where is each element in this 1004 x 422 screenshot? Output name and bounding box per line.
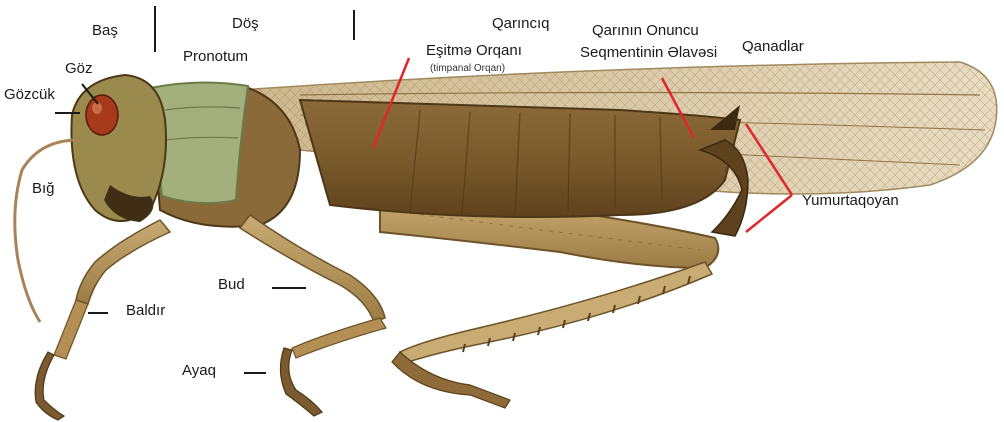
label-ayaq: Ayaq	[182, 362, 216, 380]
label-yumurtaqoyan: Yumurtaqoyan	[802, 192, 899, 210]
label-qarinin-onuncu-line2: Seqmentinin Əlavəsi	[580, 44, 717, 62]
label-qanadlar: Qanadlar	[742, 38, 804, 56]
label-qarinciq: Qarıncıq	[492, 15, 550, 33]
middle-leg	[240, 215, 386, 416]
label-gozcuk: Gözcük	[4, 86, 55, 104]
hind-leg	[380, 197, 718, 408]
head	[71, 75, 166, 222]
antenna	[15, 140, 78, 322]
label-esitme-organi: Eşitmə Orqanı	[426, 42, 522, 60]
label-dos: Döş	[232, 15, 259, 33]
front-leg	[35, 220, 170, 420]
label-timpanal-organ: (timpanal Orqan)	[430, 63, 505, 75]
label-baldir: Baldır	[126, 302, 165, 320]
label-qarinin-onuncu-line1: Qarının Onuncu	[592, 22, 699, 40]
abdomen	[300, 100, 748, 236]
pointer-yumurtaqoyan-lower	[746, 195, 792, 232]
label-goz: Göz	[65, 60, 93, 78]
label-bud: Bud	[218, 276, 245, 294]
label-bas: Baş	[92, 22, 118, 40]
label-pronotum: Pronotum	[183, 48, 248, 66]
label-big: Bığ	[32, 180, 55, 198]
compound-eye	[86, 95, 118, 135]
